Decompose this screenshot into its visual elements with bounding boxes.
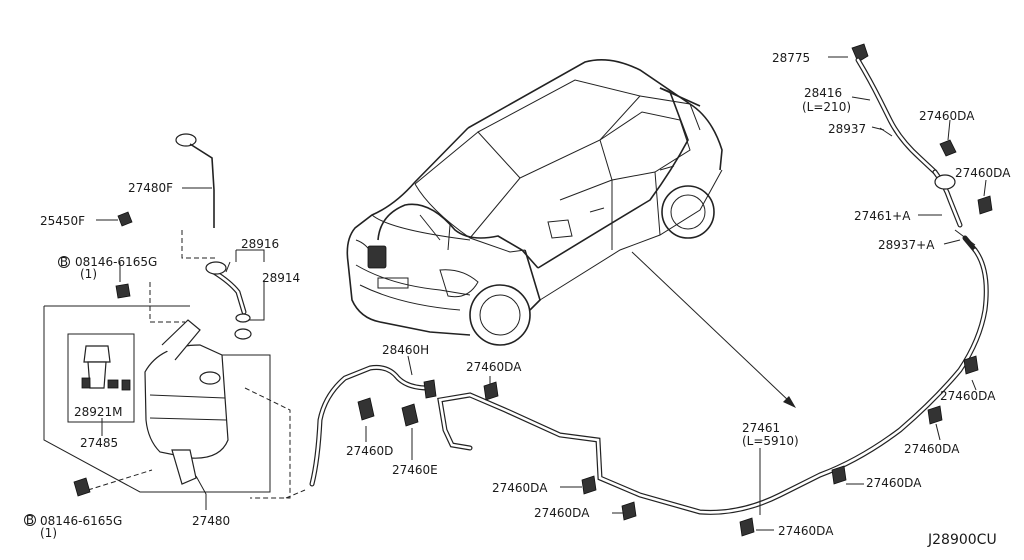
label-27460da-d: 27460DA: [940, 389, 996, 403]
pointer-arrow: [631, 251, 796, 408]
label-28921m: 28921M: [74, 405, 123, 419]
rear-washer-assembly: [437, 43, 993, 515]
label-27460da-i: 27460DA: [534, 506, 590, 520]
car-illustration: [346, 59, 723, 346]
label-bolt-top-qty: (1): [80, 267, 97, 281]
label-28937: 28937: [828, 122, 866, 136]
label-27460da-e: 27460DA: [904, 442, 960, 456]
bolt-symbol-bottom-text: B: [26, 513, 34, 527]
label-28937a: 28937+A: [878, 238, 935, 252]
label-28916: 28916: [241, 237, 279, 251]
label-27461a: 27461+A: [854, 209, 911, 223]
bolt-symbol-top: [58, 256, 70, 268]
hose-clips: [357, 355, 979, 537]
label-bolt-bottom: 08146-6165G: [40, 514, 122, 528]
label-28460h: 28460H: [382, 343, 429, 357]
label-27460e: 27460E: [392, 463, 438, 477]
label-27460d: 27460D: [346, 444, 393, 458]
label-27460da-h: 27460DA: [492, 481, 548, 495]
washer-tank-assembly: [43, 133, 291, 499]
label-27460da-f: 27460DA: [866, 476, 922, 490]
part-labels: 28775 28416 (L=210) 28937 27460DA 27460D…: [40, 51, 1011, 548]
bolt-symbol-top-text: B: [60, 255, 68, 269]
label-27461-length: (L=5910): [742, 434, 799, 448]
label-28416: 28416: [804, 86, 842, 100]
label-27460da-c: 27460DA: [466, 360, 522, 374]
label-bolt-bottom-qty: (1): [40, 526, 57, 540]
label-27485: 27485: [80, 436, 118, 450]
label-25450f: 25450F: [40, 214, 85, 228]
label-27460da-a: 27460DA: [919, 109, 975, 123]
label-bolt-top: 08146-6165G: [75, 255, 157, 269]
label-27461: 27461: [742, 421, 780, 435]
label-28416-length: (L=210): [802, 100, 851, 114]
leader-lines: [101, 56, 987, 531]
label-28775: 28775: [772, 51, 810, 65]
label-28914: 28914: [262, 271, 300, 285]
label-27460da-b: 27460DA: [955, 166, 1011, 180]
label-27480f: 27480F: [128, 181, 173, 195]
label-27460da-g: 27460DA: [778, 524, 834, 538]
bolt-symbol-bottom: [24, 514, 36, 526]
label-27480: 27480: [192, 514, 230, 528]
diagram-code: J28900CU: [927, 532, 997, 548]
front-hose: [285, 365, 437, 499]
